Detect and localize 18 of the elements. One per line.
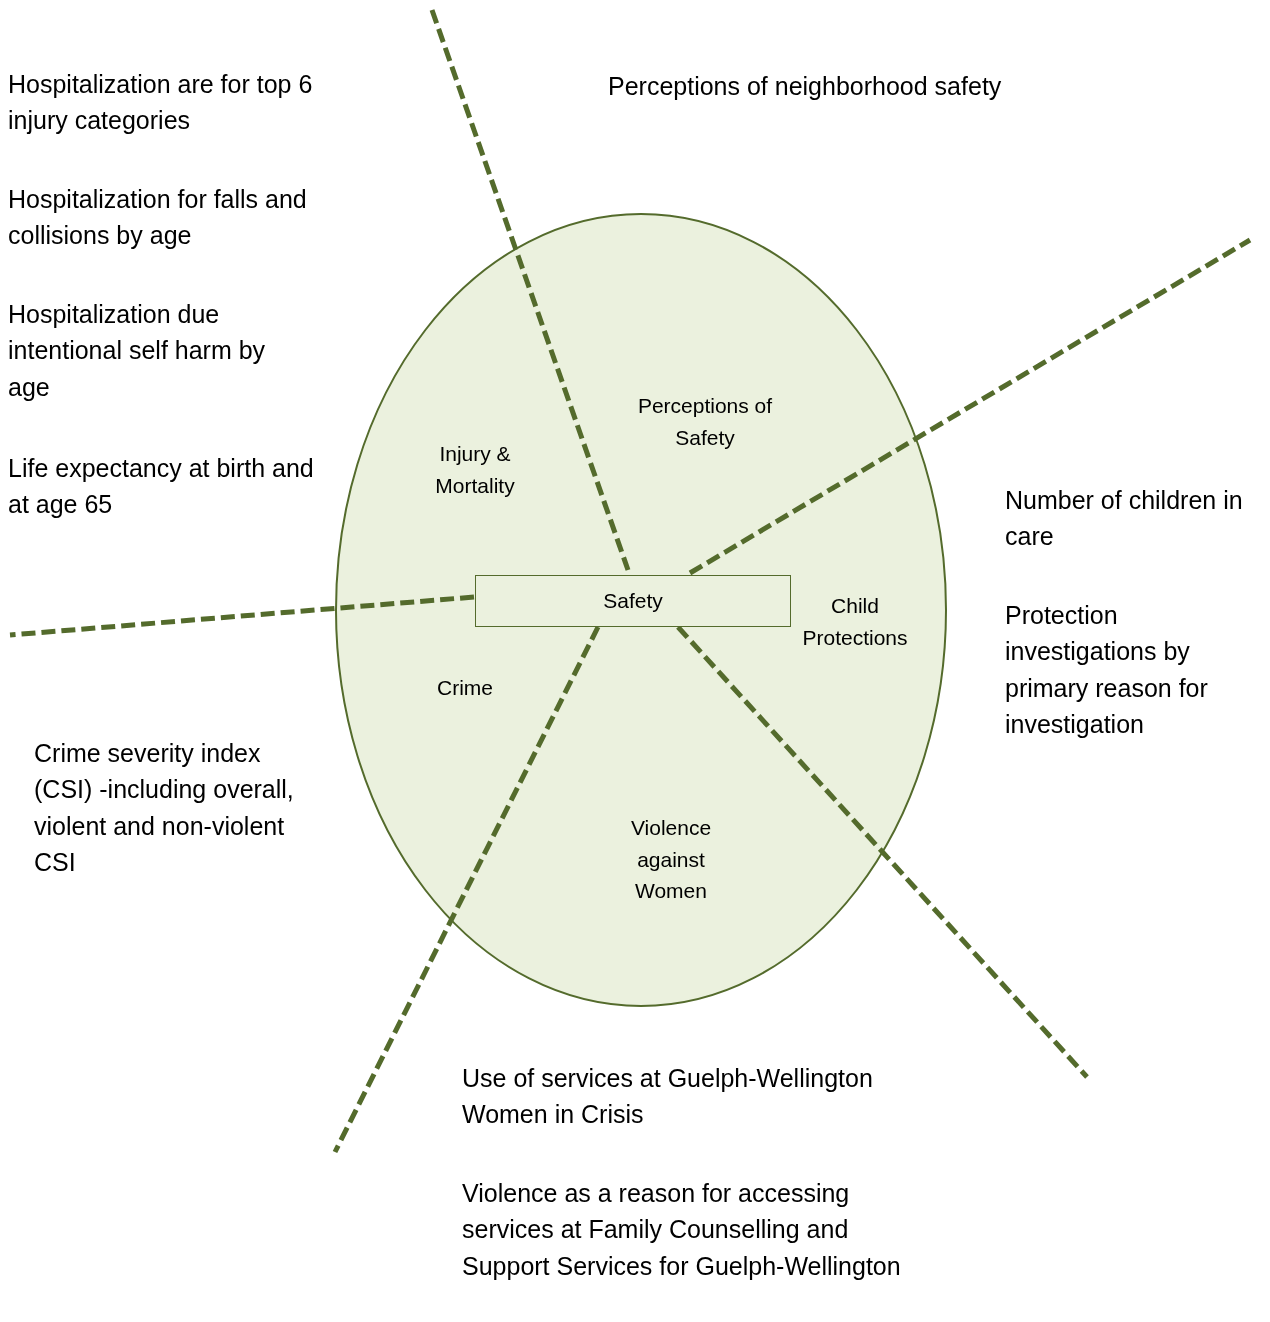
indicator-text: Hospitalization due intentional self harm by age [8, 299, 267, 403]
indicator-text: Life expectancy at birth and at age 65 [8, 453, 315, 521]
center-title: Safety [603, 589, 663, 613]
sector-label: Crime [436, 675, 494, 701]
indicator-text: Number of children in care [1005, 485, 1244, 553]
indicator-text: Hospitalization are for top 6 injury categories [8, 69, 314, 137]
indicator-text: Hospitalization for falls and collisions by age [8, 184, 308, 252]
sector-label: Child Protections [801, 593, 909, 651]
oval-background [335, 213, 947, 1007]
sector-label: Perceptions of Safety [636, 393, 774, 451]
indicator-text: Violence as a reason for accessing services at Family Counselling and Support Services for Guelph-Wellington [462, 1178, 902, 1282]
sector-label: Injury & Mortality [434, 441, 516, 499]
indicator-text: Protection investigations by primary reason for investigation [1005, 600, 1209, 740]
indicator-text: Perceptions of neighborhood safety [608, 71, 1003, 102]
indicator-text: Use of services at Guelph-Wellington Women in Crisis [462, 1063, 874, 1131]
sector-label: Violence against Women [629, 815, 713, 904]
indicator-text: Crime severity index (CSI) -including overall, violent and non-violent CSI [34, 738, 295, 878]
center-box [475, 575, 791, 627]
